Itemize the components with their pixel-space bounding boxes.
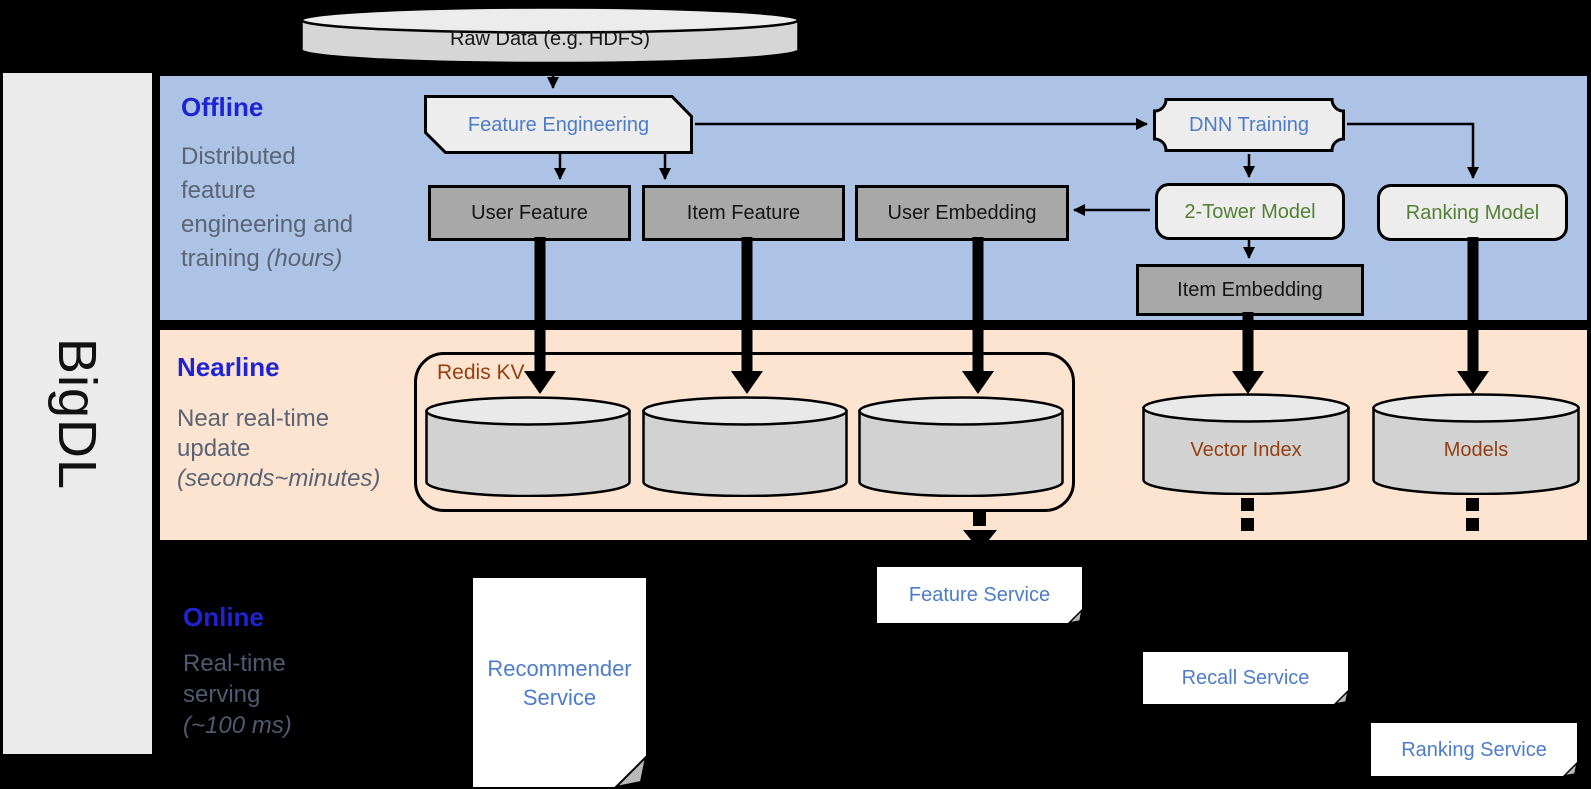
redis-kv-label: Redis KV <box>437 361 525 384</box>
feature-service-node: Feature Service <box>877 567 1082 623</box>
item-embedding-label: Item Embedding <box>1177 279 1323 301</box>
feature-engineering-label: Feature Engineering <box>467 113 650 136</box>
document-icon <box>1371 723 1577 776</box>
vector-index-label: Vector Index <box>1190 439 1302 461</box>
ranking-model-label: Ranking Model <box>1405 201 1540 224</box>
dnn-training-node: DNN Training <box>1153 98 1345 152</box>
nearline-desc-text: Near real-time update <box>177 405 330 462</box>
online-description: Real-time serving (~100 ms) <box>183 648 483 741</box>
cylinder-icon <box>858 396 1064 497</box>
document-icon <box>473 578 646 787</box>
ranking-service-node: Ranking Service <box>1371 723 1577 776</box>
online-desc-italic: (~100 ms) <box>183 712 292 739</box>
feature-service-label: Feature Service <box>908 584 1051 606</box>
nearline-desc-italic: (seconds~minutes) <box>177 465 381 492</box>
cylinder-icon <box>300 6 800 64</box>
redis-cylinder-1 <box>425 396 631 497</box>
cylinder-icon <box>642 396 848 497</box>
document-icon <box>1143 652 1348 704</box>
cylinder-icon <box>1142 393 1350 495</box>
online-title: Online <box>183 602 264 632</box>
user-feature-label: User Feature <box>471 202 588 224</box>
vector-index-store: Vector Index <box>1142 393 1350 495</box>
item-feature-node: Item Feature <box>642 185 845 241</box>
recall-service-label: Recall Service <box>1181 667 1310 689</box>
user-embedding-label: User Embedding <box>887 202 1037 224</box>
offline-title: Offline <box>181 92 264 122</box>
offline-desc-text: Distributed feature engineering and trai… <box>181 143 354 272</box>
two-tower-model-node: 2-Tower Model <box>1155 183 1345 240</box>
cylinder-icon <box>425 396 631 497</box>
online-desc-text: Real-time serving <box>183 650 286 708</box>
bigdl-logo-text: BigDL <box>47 337 108 490</box>
models-store: Models <box>1372 393 1580 495</box>
plaque-shape <box>1153 98 1345 152</box>
raw-data-store: Raw Data (e.g. HDFS) <box>300 6 800 64</box>
recall-service-node: Recall Service <box>1143 652 1348 704</box>
models-label: Models <box>1443 439 1509 461</box>
card-shape <box>424 95 693 154</box>
raw-data-label: Raw Data (e.g. HDFS) <box>449 28 651 50</box>
offline-description: Distributed feature engineering and trai… <box>181 140 481 276</box>
dnn-training-label: DNN Training <box>1188 114 1310 136</box>
cylinder-icon <box>1372 393 1580 495</box>
recommender-service-node: Recommender Service <box>473 578 646 787</box>
item-embedding-node: Item Embedding <box>1136 264 1364 316</box>
user-embedding-node: User Embedding <box>855 185 1069 241</box>
redis-cylinder-3 <box>858 396 1064 497</box>
offline-desc-italic: (hours) <box>266 245 343 272</box>
document-icon <box>877 567 1082 623</box>
ranking-model-node: Ranking Model <box>1377 184 1568 241</box>
user-feature-node: User Feature <box>428 185 631 241</box>
recommender-service-label: Recommender Service <box>487 655 632 710</box>
nearline-description: Near real-time update (seconds~minutes) <box>177 404 477 494</box>
item-feature-label: Item Feature <box>686 202 801 224</box>
nearline-title: Nearline <box>177 352 280 382</box>
feature-engineering-node: Feature Engineering <box>424 95 693 154</box>
two-tower-model-label: 2-Tower Model <box>1184 200 1316 223</box>
bigdl-sidebar: BigDL <box>3 73 152 754</box>
redis-cylinder-2 <box>642 396 848 497</box>
ranking-service-label: Ranking Service <box>1401 738 1547 761</box>
